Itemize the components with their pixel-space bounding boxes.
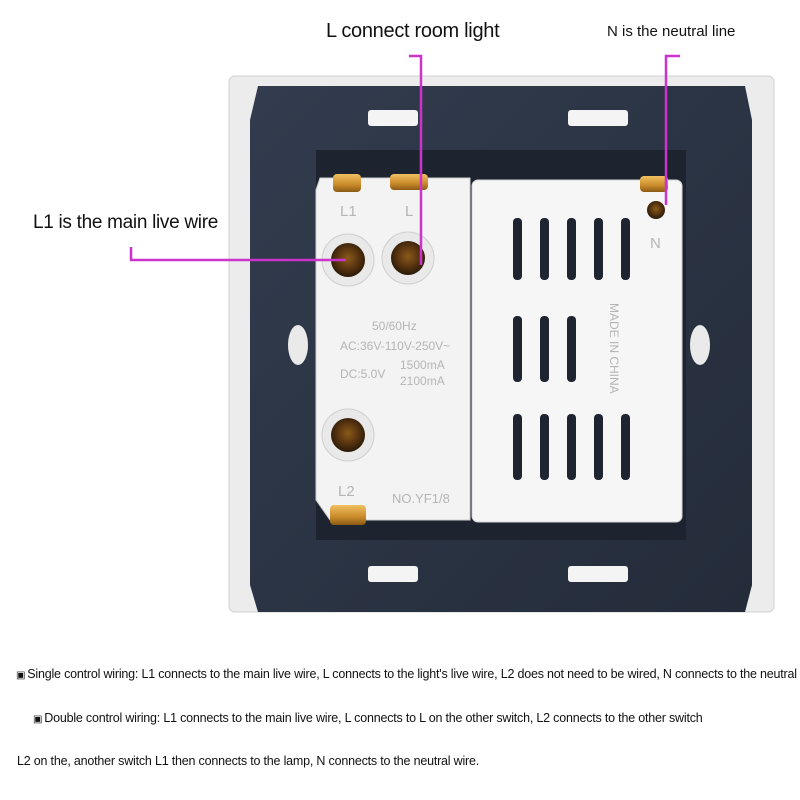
marking-ac-rating: AC:36V-110V-250V~ xyxy=(340,339,450,353)
callout-l1 xyxy=(129,247,346,262)
vents xyxy=(513,218,630,480)
label-l1-main: L1 is the main live wire xyxy=(33,212,218,233)
note-bullet: ▣ xyxy=(16,670,26,681)
marking-model: NO.YF1/8 xyxy=(392,491,450,506)
note-single-control: ▣Single control wiring: L1 connects to t… xyxy=(16,667,800,681)
brass-screw xyxy=(640,176,668,192)
note-bullet: ▣ xyxy=(33,714,43,725)
frame-slot xyxy=(368,566,418,582)
marking-l2: L2 xyxy=(338,483,355,500)
mount-hole xyxy=(690,325,710,365)
note-double-control-cont: L2 on the, another switch L1 then connec… xyxy=(17,754,480,768)
note-double-control: ▣Double control wiring: L1 connects to t… xyxy=(33,711,703,725)
callout-n xyxy=(664,54,680,205)
brass-screw xyxy=(390,174,428,190)
callout-l xyxy=(409,54,423,265)
label-n-neutral: N is the neutral line xyxy=(607,23,736,40)
note-single-text: Single control wiring: L1 connects to th… xyxy=(27,667,800,681)
note-double-text: Double control wiring: L1 connects to th… xyxy=(44,711,703,725)
marking-dc-rating: DC:5.0V xyxy=(340,367,385,381)
label-l-connect: L connect room light xyxy=(326,20,500,42)
marking-frequency: 50/60Hz xyxy=(372,319,417,333)
mount-hole xyxy=(288,325,308,365)
brass-screw xyxy=(333,174,361,192)
marking-l1: L1 xyxy=(340,203,357,220)
marking-n: N xyxy=(650,235,661,252)
frame-slot xyxy=(368,110,418,126)
frame-slot xyxy=(568,566,628,582)
terminal-n-hole xyxy=(647,201,665,219)
marking-current-2: 2100mA xyxy=(400,374,445,388)
marking-l: L xyxy=(405,203,413,220)
callout-lines xyxy=(129,54,680,265)
marking-made-in: MADE IN CHINA xyxy=(607,303,621,394)
brass-screw xyxy=(330,505,366,525)
marking-current-1: 1500mA xyxy=(400,358,445,372)
vent-cover xyxy=(471,179,683,523)
frame-slot xyxy=(568,110,628,126)
